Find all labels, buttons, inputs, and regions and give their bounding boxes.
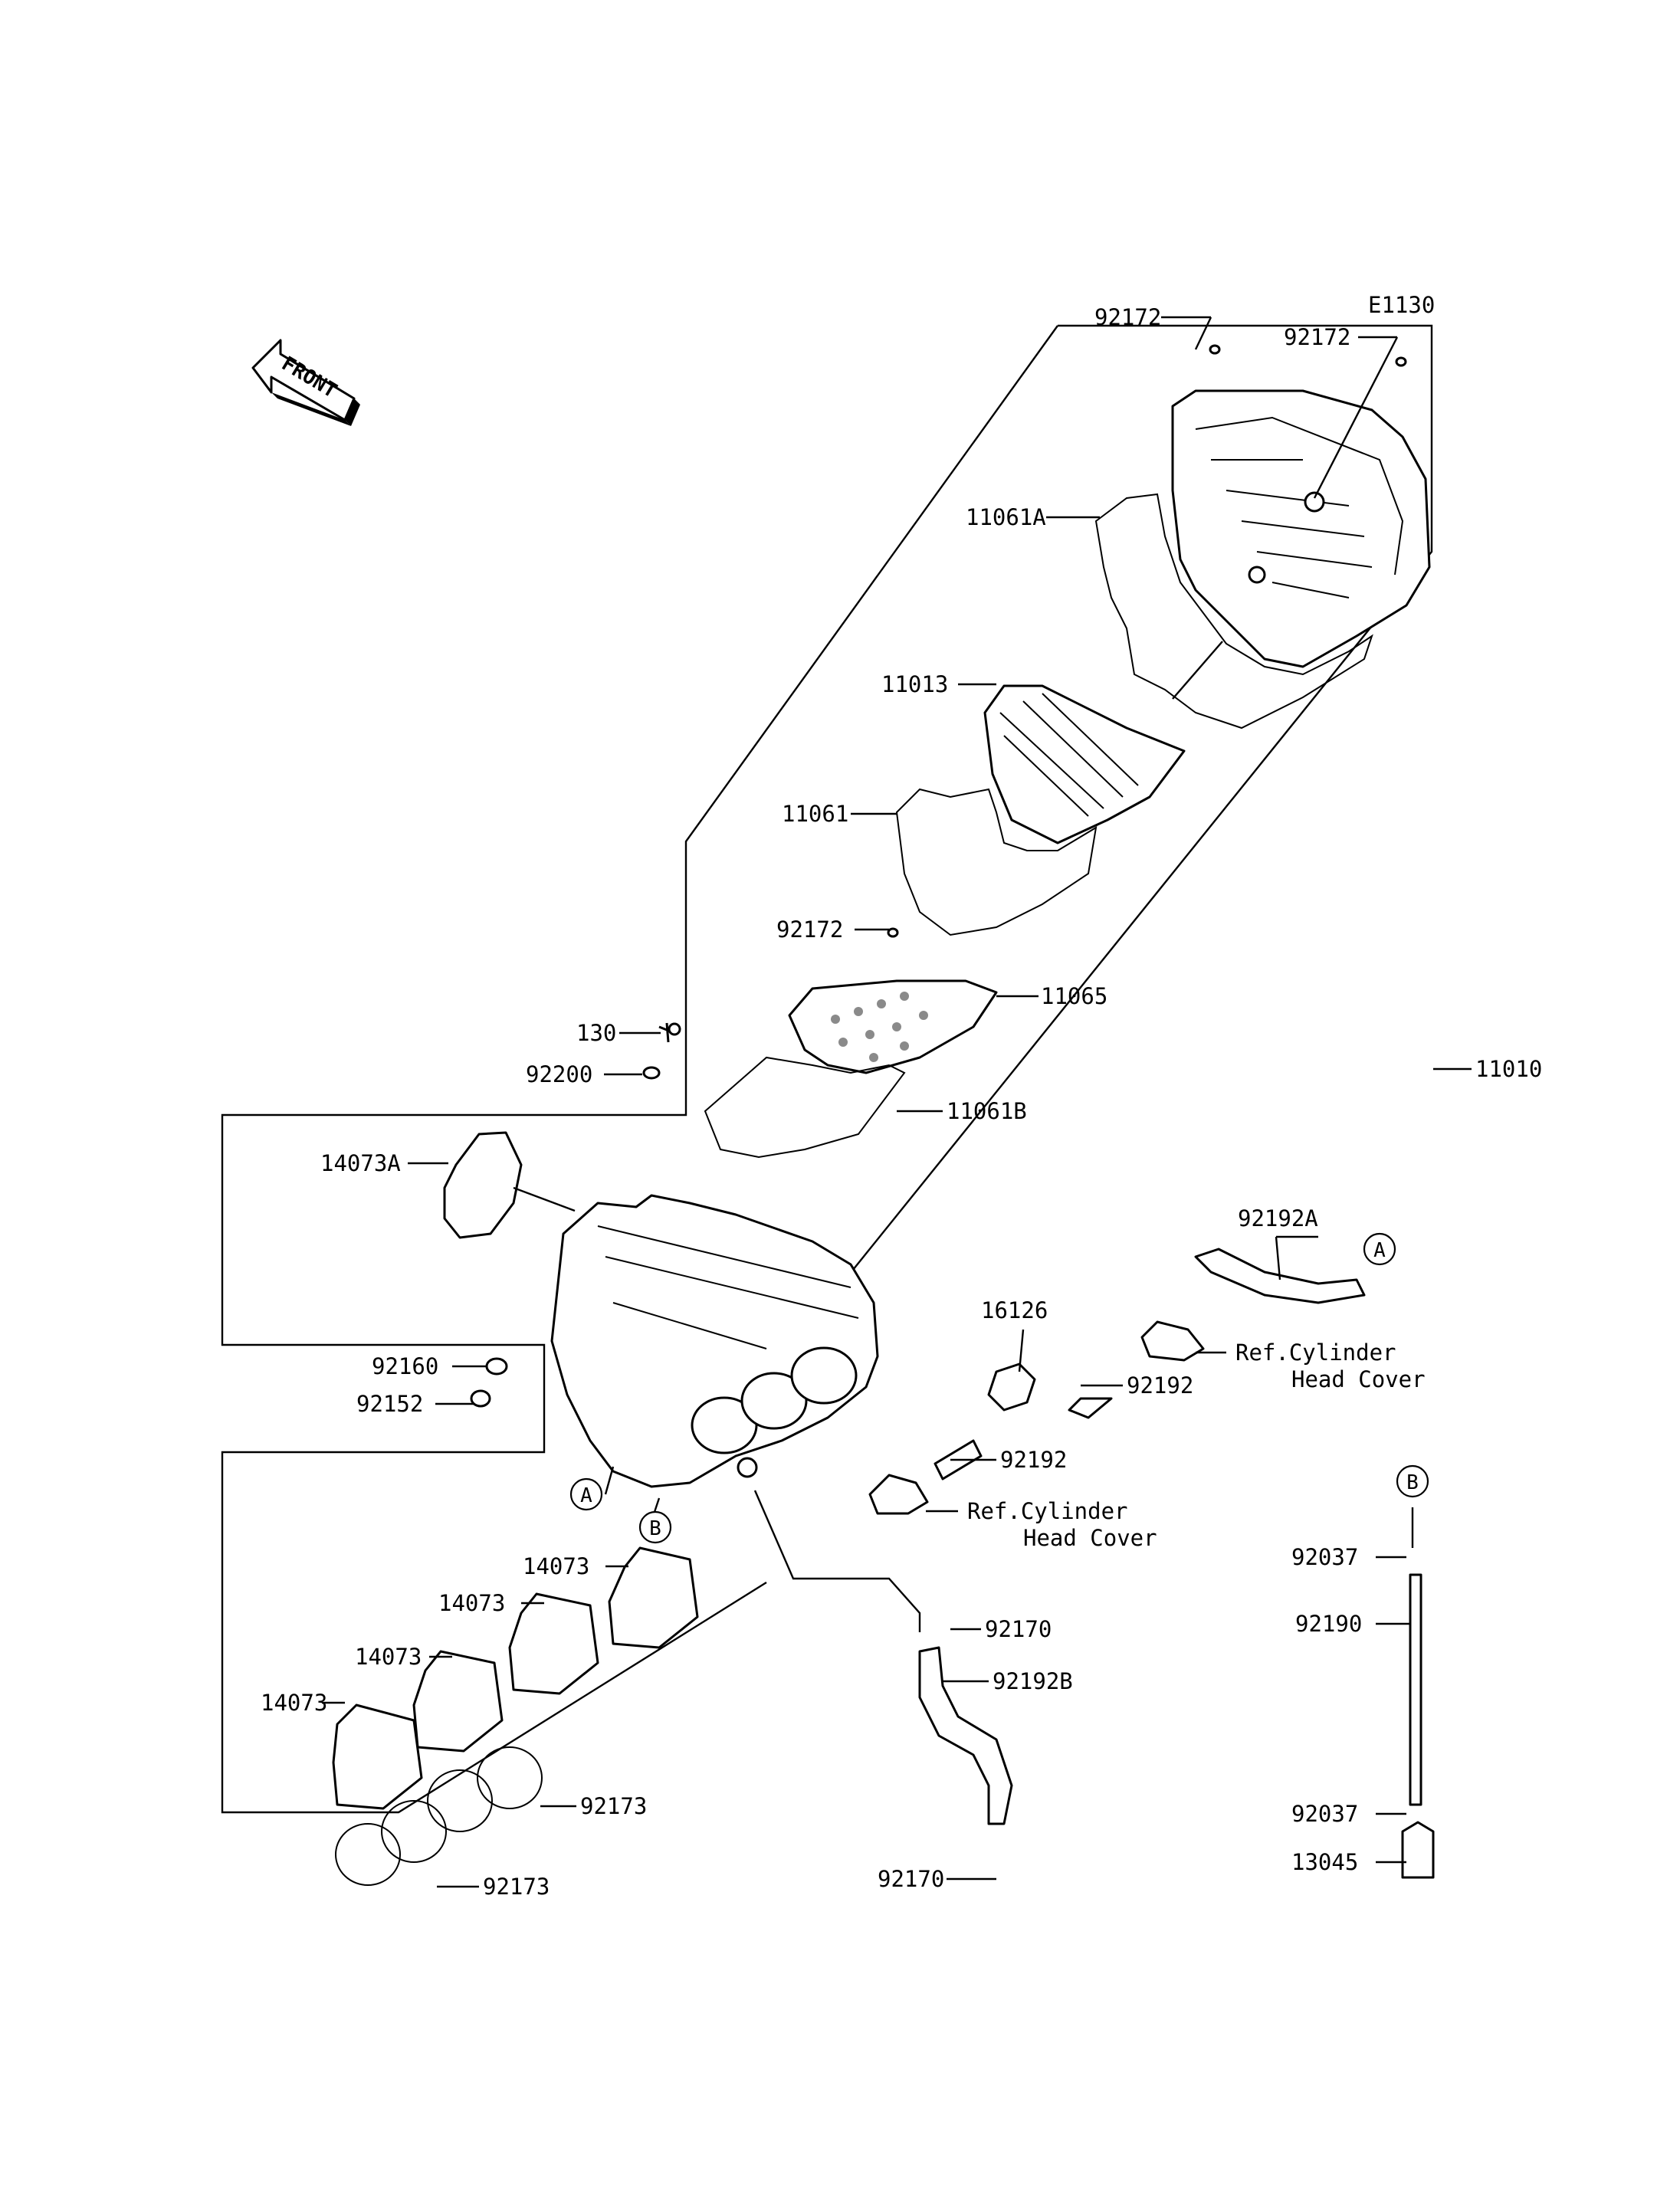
label-11065: 11065 [1041, 983, 1107, 1009]
label-92037-bottom: 92037 [1291, 1801, 1358, 1827]
label-92173-upper: 92173 [580, 1793, 647, 1819]
label-92192-lower: 92192 [1000, 1447, 1067, 1473]
label-14073a: 14073A [320, 1150, 401, 1176]
ref-marker-a-text: A [580, 1484, 592, 1507]
front-arrow-icon: FRONT [251, 339, 360, 426]
gasket-11061a [1094, 493, 1373, 730]
ref-marker-b-text: B [649, 1517, 661, 1540]
cover-14073a [443, 1131, 523, 1239]
label-92172-top-left: 92172 [1094, 304, 1161, 330]
label-92152: 92152 [356, 1391, 423, 1417]
label-92190: 92190 [1295, 1611, 1362, 1637]
label-14073-4: 14073 [261, 1690, 327, 1716]
gasket-11061b [704, 1056, 906, 1159]
label-92170-upper: 92170 [985, 1616, 1052, 1642]
throttle-port-3 [790, 1346, 858, 1405]
label-92173-lower: 92173 [483, 1874, 550, 1900]
label-130: 130 [576, 1020, 616, 1046]
main-housing [550, 1194, 879, 1488]
label-92172-top-right: 92172 [1284, 324, 1350, 350]
gasket-11061 [895, 788, 1098, 936]
leader-lines [322, 316, 1472, 1888]
head-cover-ref-2 [868, 1474, 929, 1515]
label-11061a: 11061A [966, 504, 1046, 530]
ref-marker-a-lower: A [569, 1477, 603, 1511]
label-92192a: 92192A [1238, 1205, 1318, 1231]
label-11013: 11013 [881, 671, 948, 697]
ref-marker-b-upper-text: B [1406, 1471, 1419, 1494]
label-14073-2: 14073 [438, 1590, 505, 1616]
ref-marker-a-upper-text: A [1373, 1239, 1386, 1262]
throttle-port-2 [740, 1372, 808, 1430]
label-14073-3: 14073 [355, 1644, 422, 1670]
label-ref-head-cover-1a: Ref.Cylinder [1235, 1340, 1396, 1366]
label-16126: 16126 [981, 1297, 1048, 1323]
label-11061b: 11061B [947, 1098, 1027, 1124]
label-92192b: 92192B [993, 1668, 1073, 1694]
ref-marker-b-lower: B [638, 1510, 672, 1544]
upper-housing [1171, 389, 1431, 668]
label-92200: 92200 [526, 1061, 592, 1087]
label-92037-top: 92037 [1291, 1544, 1358, 1570]
plate-11065 [788, 979, 998, 1074]
assembly-outline [221, 324, 1433, 1814]
throttle-port-1 [691, 1396, 758, 1454]
label-11010: 11010 [1475, 1056, 1542, 1082]
label-13045: 13045 [1291, 1849, 1358, 1875]
label-11061: 11061 [782, 801, 848, 827]
label-ref-head-cover-2b: Head Cover [1023, 1525, 1157, 1551]
part-labels: 92172 92172 11061A 11013 11061 92172 110… [261, 304, 1542, 1900]
label-92192-upper: 92192 [1127, 1372, 1193, 1399]
label-92170-lower: 92170 [878, 1866, 944, 1892]
label-92172-mid: 92172 [776, 917, 843, 943]
label-14073-1: 14073 [523, 1553, 589, 1579]
head-cover-ref-1 [1140, 1320, 1205, 1362]
clamps [335, 1746, 543, 1886]
label-92160: 92160 [372, 1353, 438, 1379]
velocity-stacks [332, 1546, 699, 1810]
small-parts [470, 344, 1407, 1408]
label-ref-head-cover-2a: Ref.Cylinder [967, 1498, 1128, 1524]
ref-marker-b-upper: B [1396, 1464, 1429, 1498]
ref-marker-a-upper: A [1363, 1232, 1396, 1266]
diagram-code: E1130 [1368, 292, 1435, 318]
label-ref-head-cover-1b: Head Cover [1291, 1366, 1426, 1392]
filter-element [983, 684, 1186, 844]
